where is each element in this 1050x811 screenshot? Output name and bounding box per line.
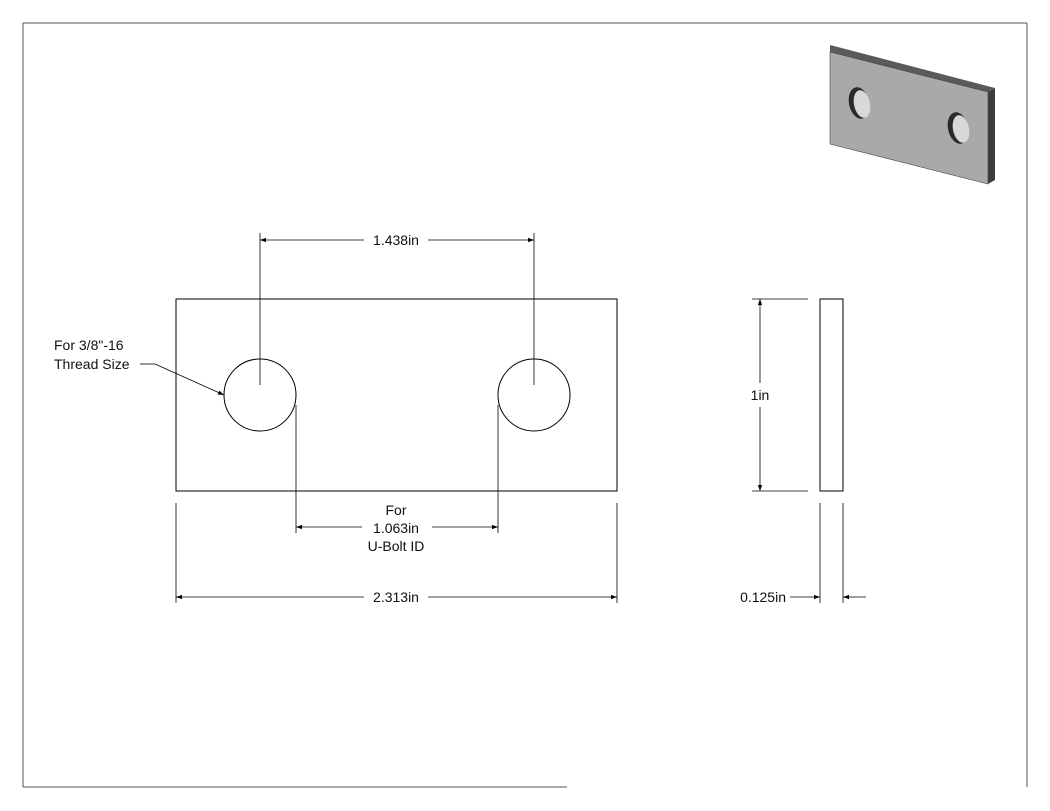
- iso-top-face: [830, 45, 995, 92]
- iso-hole-right-wall: [952, 115, 970, 143]
- thickness-label: 0.125in: [740, 589, 786, 605]
- length-label: 2.313in: [373, 589, 419, 605]
- ubolt-line1: For: [386, 502, 407, 518]
- height-label: 1in: [751, 387, 770, 403]
- hole-note: For 3/8"-16 Thread Size: [54, 337, 225, 396]
- thickness-dimension: 0.125in: [740, 503, 866, 605]
- hole-note-line1: For 3/8"-16: [54, 337, 124, 353]
- pitch-dimension: 1.438in: [259, 232, 535, 385]
- height-dimension: 1in: [751, 298, 808, 492]
- ubolt-line3: U-Bolt ID: [368, 538, 425, 554]
- pitch-label: 1.438in: [373, 232, 419, 248]
- side-outline: [819, 298, 844, 492]
- ubolt-line2: 1.063in: [373, 520, 419, 536]
- iso-front-face: [829, 51, 989, 185]
- sheet-border: [22, 22, 1028, 788]
- iso-side-face: [988, 88, 995, 184]
- iso-hole-left-wall: [853, 90, 871, 118]
- plate-outline: [175, 298, 618, 492]
- side-view: [819, 298, 844, 492]
- hole-note-line2: Thread Size: [54, 356, 130, 372]
- isometric-view: [829, 45, 995, 185]
- front-view: [175, 298, 618, 492]
- ubolt-dimension: For 1.063in U-Bolt ID: [295, 405, 499, 554]
- length-dimension: 2.313in: [175, 503, 618, 605]
